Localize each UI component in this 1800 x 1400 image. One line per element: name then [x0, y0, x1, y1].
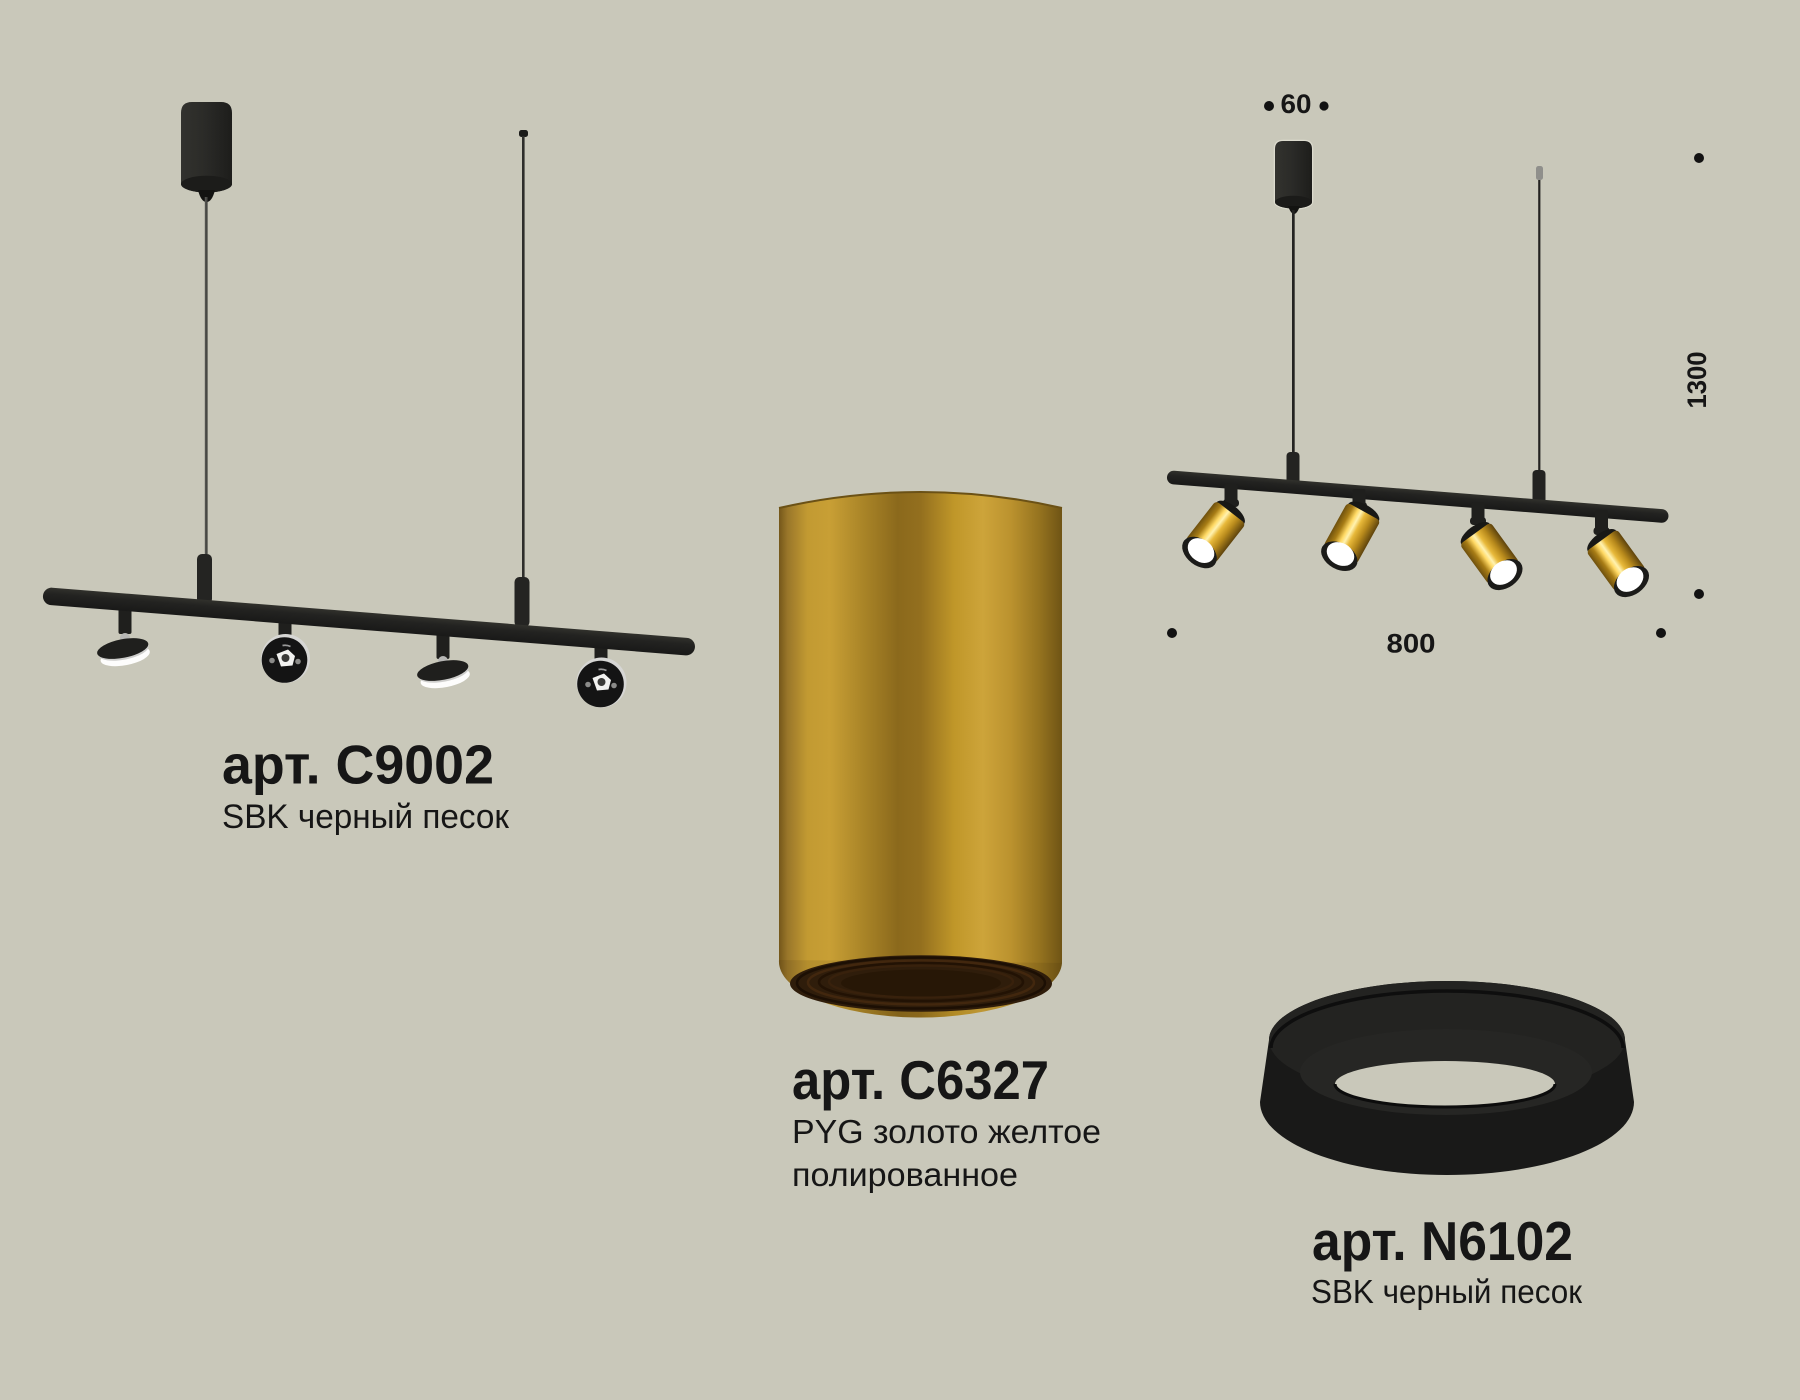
- svg-text:арт. C9002: арт. C9002: [222, 734, 494, 796]
- svg-text:арт. N6102: арт. N6102: [1312, 1210, 1573, 1272]
- svg-text:60: 60: [1281, 89, 1312, 119]
- svg-text:SBK черный песок: SBK черный песок: [222, 798, 510, 836]
- svg-text:полированное: полированное: [792, 1156, 1018, 1193]
- svg-text:800: 800: [1387, 629, 1436, 659]
- svg-text:1300: 1300: [1682, 352, 1712, 409]
- svg-text:SBK черный песок: SBK черный песок: [1311, 1273, 1583, 1310]
- svg-text:арт. C6327: арт. C6327: [792, 1049, 1049, 1111]
- svg-text:PYG золото желтое: PYG золото желтое: [792, 1113, 1101, 1150]
